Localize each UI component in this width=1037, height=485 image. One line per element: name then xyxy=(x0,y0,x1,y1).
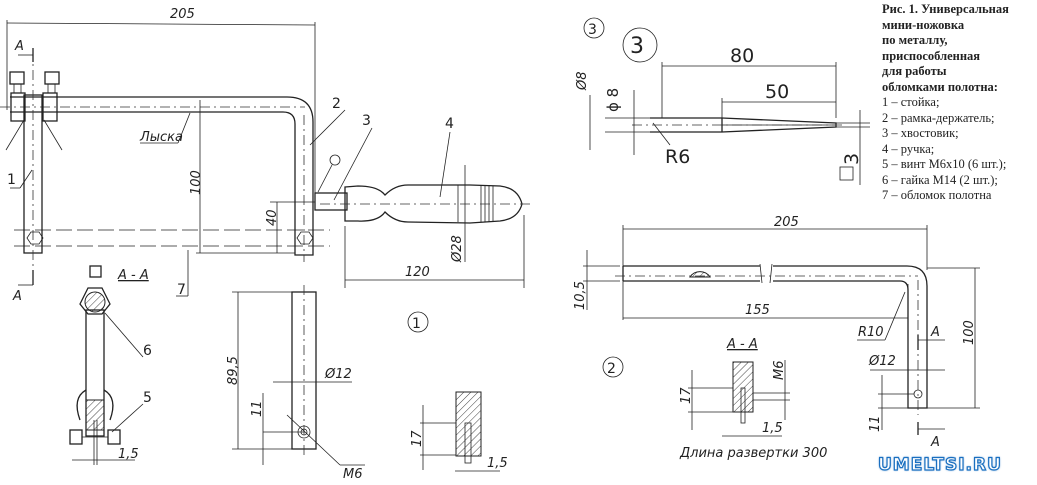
part-label-5: 5 xyxy=(143,390,152,406)
figure-caption: Рис. 1. Универсальная мини-ножовка по ме… xyxy=(882,2,1037,204)
dim-total-80: 80 xyxy=(730,45,754,67)
part-label-4: 4 xyxy=(445,116,454,132)
legend-item: 1 – стойка; xyxy=(882,95,940,109)
caption-title-line: приспособленная xyxy=(882,48,981,63)
figure-number-3-small: 3 xyxy=(588,22,597,38)
caption-title-line: Рис. 1. Универсальная xyxy=(882,2,1009,16)
figure-1-hacksaw-assembly: 205 Лыска 1 A A 7 100 40 2 3 xyxy=(0,7,530,482)
caption-title-line: по металлу, xyxy=(882,33,948,47)
legend-item: 4 – ручка; xyxy=(882,141,935,156)
caption-title-line: мини-ножовка xyxy=(882,17,965,32)
dim-gap-section: 1,5 xyxy=(118,447,139,462)
flat-label: Лыска xyxy=(139,130,183,145)
dim-100: 100 xyxy=(189,170,204,195)
dim-205: 205 xyxy=(170,7,195,22)
part-label-2: 2 xyxy=(332,96,341,112)
legend-item: 2 – рамка-держатель; xyxy=(882,110,995,125)
section-mark-a2-top: A xyxy=(930,325,940,340)
section-mark-a2-bottom: A xyxy=(930,435,940,450)
dim2-205: 205 xyxy=(774,215,799,230)
part-label-6: 6 xyxy=(143,343,152,359)
dim2-dia: Ø12 xyxy=(868,354,896,369)
dim2-slot: 17 xyxy=(679,387,694,404)
dim2-height: 100 xyxy=(962,320,977,345)
dim-120: 120 xyxy=(405,265,430,280)
dim2-thickness: 10,5 xyxy=(573,281,588,310)
section-mark-a-bottom: A xyxy=(12,289,22,304)
dim-radius-r6: R6 xyxy=(665,146,690,168)
dim-taper-50: 50 xyxy=(765,81,789,103)
figure-number-1: 1 xyxy=(412,316,421,332)
dim-stand-dia: Ø12 xyxy=(324,367,352,382)
caption-title-line: для работы xyxy=(882,64,947,78)
dim2-thread: M6 xyxy=(772,361,787,381)
dim2-radius: R10 xyxy=(858,325,884,340)
dim2-155: 155 xyxy=(745,303,770,318)
dim2-gap: 1,5 xyxy=(762,421,783,436)
figure-number-3-large: 3 xyxy=(630,34,644,59)
caption-title-line: обломками полотна: xyxy=(882,79,998,94)
figure-2-frame-holder: 205 10,5 155 R10 100 A A Ø12 11 2 A - A xyxy=(573,215,980,461)
part-label-1: 1 xyxy=(7,172,16,188)
dim-dia-small: Ø8 xyxy=(575,71,590,91)
dim-40: 40 xyxy=(265,209,280,226)
dim-dia-big: ϕ 8 xyxy=(604,88,622,112)
dim-thread-m6: M6 xyxy=(343,467,363,482)
dim2-hole-pos: 11 xyxy=(868,415,883,432)
developed-length-note: Длина развертки 300 xyxy=(679,446,827,461)
dim-stand-len: 89,5 xyxy=(226,356,241,385)
watermark-logo: UMELTSI.RU xyxy=(877,454,1002,475)
legend-item: 5 – винт М6х10 (6 шт.); xyxy=(882,157,1007,171)
part-label-7: 7 xyxy=(177,282,186,298)
dim-slot: 17 xyxy=(410,430,425,447)
section-label-aa-2: A - A xyxy=(726,337,758,352)
dim-hole-pos: 11 xyxy=(250,400,265,417)
dim-handle-dia: Ø28 xyxy=(450,235,465,263)
part-label-3: 3 xyxy=(362,113,371,129)
legend-item: 7 – обломок полотна xyxy=(882,188,992,202)
legend-item: 6 – гайка М14 (2 шт.); xyxy=(882,172,998,187)
figure-number-2: 2 xyxy=(607,361,616,377)
section-mark-a-top: A xyxy=(14,39,24,54)
figure-3-tail-piece: 3 3 80 50 Ø8 ϕ 8 R6 3 xyxy=(575,17,870,185)
dim-square-3: 3 xyxy=(841,153,863,165)
section-label-aa: A - A xyxy=(117,268,149,283)
dim-gap-slot: 1,5 xyxy=(487,456,508,471)
legend-item: 3 – хвостовик; xyxy=(882,126,959,140)
